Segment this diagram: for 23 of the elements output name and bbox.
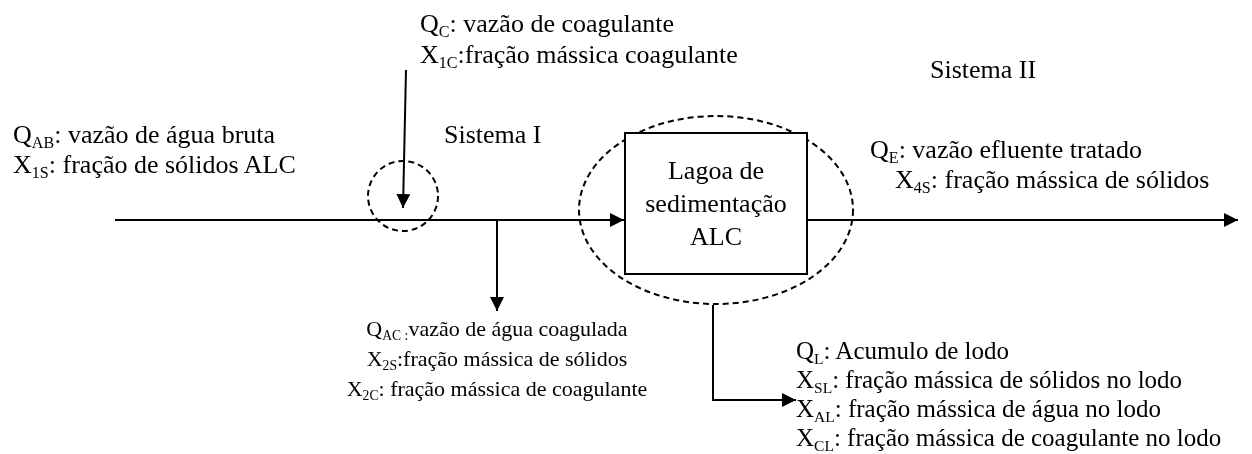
system-label: Sistema I	[444, 120, 542, 150]
variable-definition: Q$_{C}$: vazão de coagulante	[420, 8, 676, 39]
variable-definition: X$_{1C}$:fração mássica coagulante	[420, 39, 739, 70]
variable-definition: Q$_{L}$: Acumulo de lodo	[796, 336, 1010, 365]
flow-arrow	[712, 304, 797, 407]
variable-definition: X$_{CL}$: fração mássica de coagulante no lodo	[796, 423, 1223, 452]
variable-definition: Q$_{E}$: vazão efluente tratado	[870, 135, 1142, 165]
variable-definition: X$_{4S}$: fração mássica de sólidos	[895, 165, 1210, 195]
system-label: Sistema II	[930, 55, 1037, 85]
flow-arrow	[807, 213, 1239, 227]
flow-arrow	[490, 219, 504, 312]
variable-definition: X$_{1S}$: fração de sólidos ALC	[13, 150, 296, 180]
variable-definition: X$_{2S}$:fração mássica de sólidos	[365, 345, 629, 374]
process-box: Lagoa de sedimentação ALC	[624, 132, 808, 275]
dashed-boundary-ellipse	[578, 115, 854, 305]
variable-definition: Q$_{AC :}$vazão de água coagulada	[365, 315, 629, 344]
flow-arrow	[396, 69, 411, 209]
variable-definition: X$_{AL}$: fração mássica de água no lodo	[796, 394, 1162, 423]
flow-arrow	[114, 213, 625, 227]
variable-definition: Q$_{AB}$: vazão de água bruta	[13, 120, 276, 150]
dashed-boundary-ellipse	[367, 160, 439, 232]
variable-definition: X$_{2C}$: fração mássica de coagulante	[345, 375, 649, 404]
variable-definition: X$_{SL}$: fração mássica de sólidos no lodo	[796, 365, 1184, 394]
